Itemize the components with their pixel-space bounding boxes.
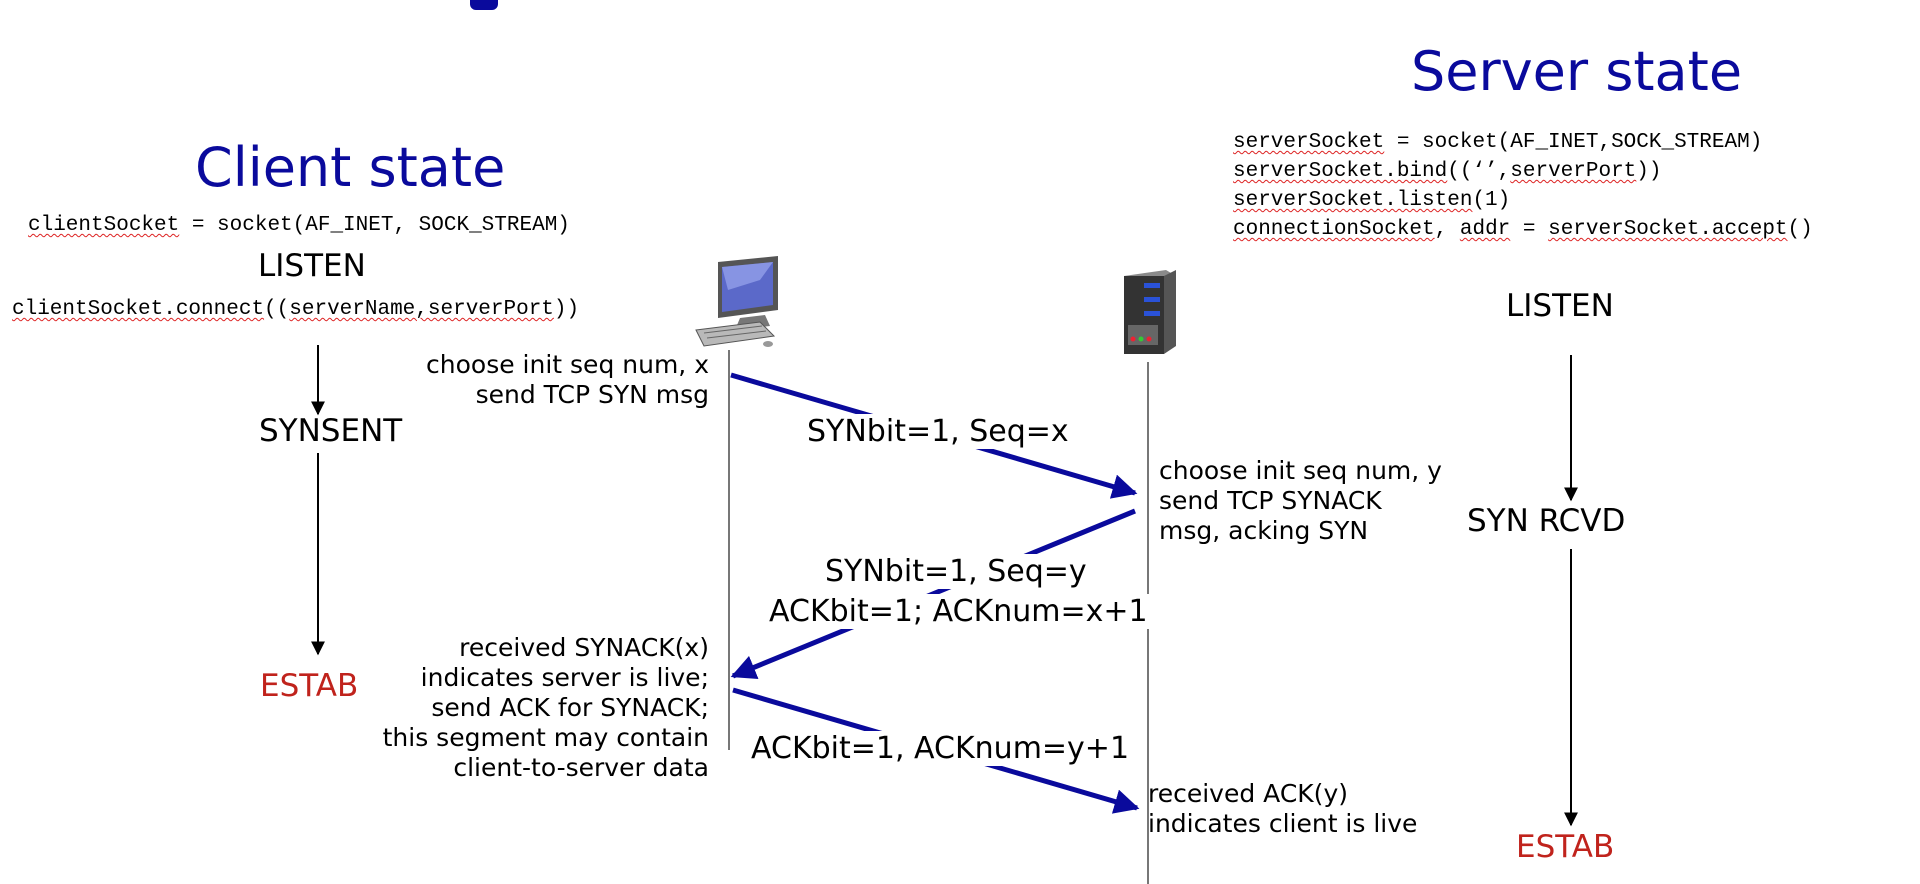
client-state-estab: ESTAB: [260, 668, 359, 704]
client-socket-code: clientSocket = socket(AF_INET, SOCK_STRE…: [28, 211, 570, 240]
code-text: ((: [264, 298, 290, 321]
client-ack-note: received SYNACK(x) indicates server is l…: [383, 633, 709, 783]
code-identifier: serverSocket: [1233, 131, 1385, 154]
note-line: msg, acking SYN: [1159, 516, 1369, 545]
note-line: received ACK(y): [1148, 779, 1348, 808]
code-text: (1): [1472, 189, 1511, 212]
server-socket-code: serverSocket = socket(AF_INET,SOCK_STREA…: [1233, 128, 1813, 244]
client-state-synsent: SYNSENT: [259, 413, 403, 449]
server-state-estab: ESTAB: [1516, 829, 1615, 865]
synack-ack-label: ACKbit=1; ACKnum=x+1: [766, 594, 1151, 629]
note-line: choose init seq num, x: [426, 350, 709, 379]
code-identifier: serverSocket.accept: [1548, 218, 1788, 241]
note-line: received SYNACK(x): [459, 633, 709, 662]
server-state-synrcvd: SYN RCVD: [1467, 503, 1626, 539]
server-tower-icon: [1124, 270, 1176, 354]
server-code-line: serverSocket.bind((‘’,serverPort)): [1233, 157, 1813, 186]
code-text: )): [1636, 160, 1662, 183]
server-code-line: serverSocket = socket(AF_INET,SOCK_STREA…: [1233, 128, 1813, 157]
code-identifier: clientSocket: [28, 214, 180, 237]
syn-message-label: SYNbit=1, Seq=x: [804, 414, 1072, 449]
note-line: client-to-server data: [453, 753, 709, 782]
code-identifier: connectionSocket: [1233, 218, 1435, 241]
code-identifier: addr: [1459, 218, 1511, 241]
client-connect-code: clientSocket.connect((serverName,serverP…: [12, 295, 579, 324]
synack-arrow: [730, 508, 1136, 680]
server-ack-note: received ACK(y) indicates client is live: [1148, 779, 1417, 839]
server-code-line: connectionSocket, addr = serverSocket.ac…: [1233, 215, 1813, 244]
code-text: )): [553, 298, 580, 321]
note-line: send TCP SYNACK: [1159, 486, 1382, 515]
note-line: indicates client is live: [1148, 809, 1418, 838]
server-code-line: serverSocket.listen(1): [1233, 186, 1813, 215]
server-state-listen: LISTEN: [1506, 288, 1614, 324]
client-state-heading: Client state: [195, 136, 506, 199]
ack-message-label: ACKbit=1, ACKnum=y+1: [748, 731, 1133, 766]
code-identifier: serverSocket.listen: [1233, 189, 1473, 212]
note-line: send TCP SYN msg: [475, 380, 709, 409]
client-syn-note: choose init seq num, x send TCP SYN msg: [426, 350, 709, 410]
code-text: = socket(AF_INET, SOCK_STREAM): [179, 214, 570, 237]
code-text: (): [1787, 218, 1813, 241]
code-text: ,: [1434, 218, 1460, 241]
desktop-computer-icon: [695, 256, 778, 347]
server-state-heading: Server state: [1411, 40, 1743, 103]
note-line: indicates server is live;: [420, 663, 709, 692]
code-text: ((‘’,: [1447, 160, 1511, 183]
code-identifier: serverPort: [1510, 160, 1637, 183]
note-line: send ACK for SYNACK;: [431, 693, 709, 722]
client-state-listen: LISTEN: [258, 248, 366, 284]
code-identifier: clientSocket.connect: [12, 298, 265, 321]
synack-message-label: SYNbit=1, Seq=y: [822, 554, 1090, 589]
code-text: = socket(AF_INET,SOCK_STREAM): [1384, 131, 1763, 154]
note-line: choose init seq num, y: [1159, 456, 1442, 485]
title-fragment: [470, 0, 498, 10]
note-line: this segment may contain: [382, 723, 709, 752]
code-identifier: serverName,serverPort: [289, 298, 554, 321]
code-text: =: [1510, 218, 1549, 241]
server-synack-note: choose init seq num, y send TCP SYNACK m…: [1159, 456, 1442, 546]
code-identifier: serverSocket.bind: [1233, 160, 1448, 183]
